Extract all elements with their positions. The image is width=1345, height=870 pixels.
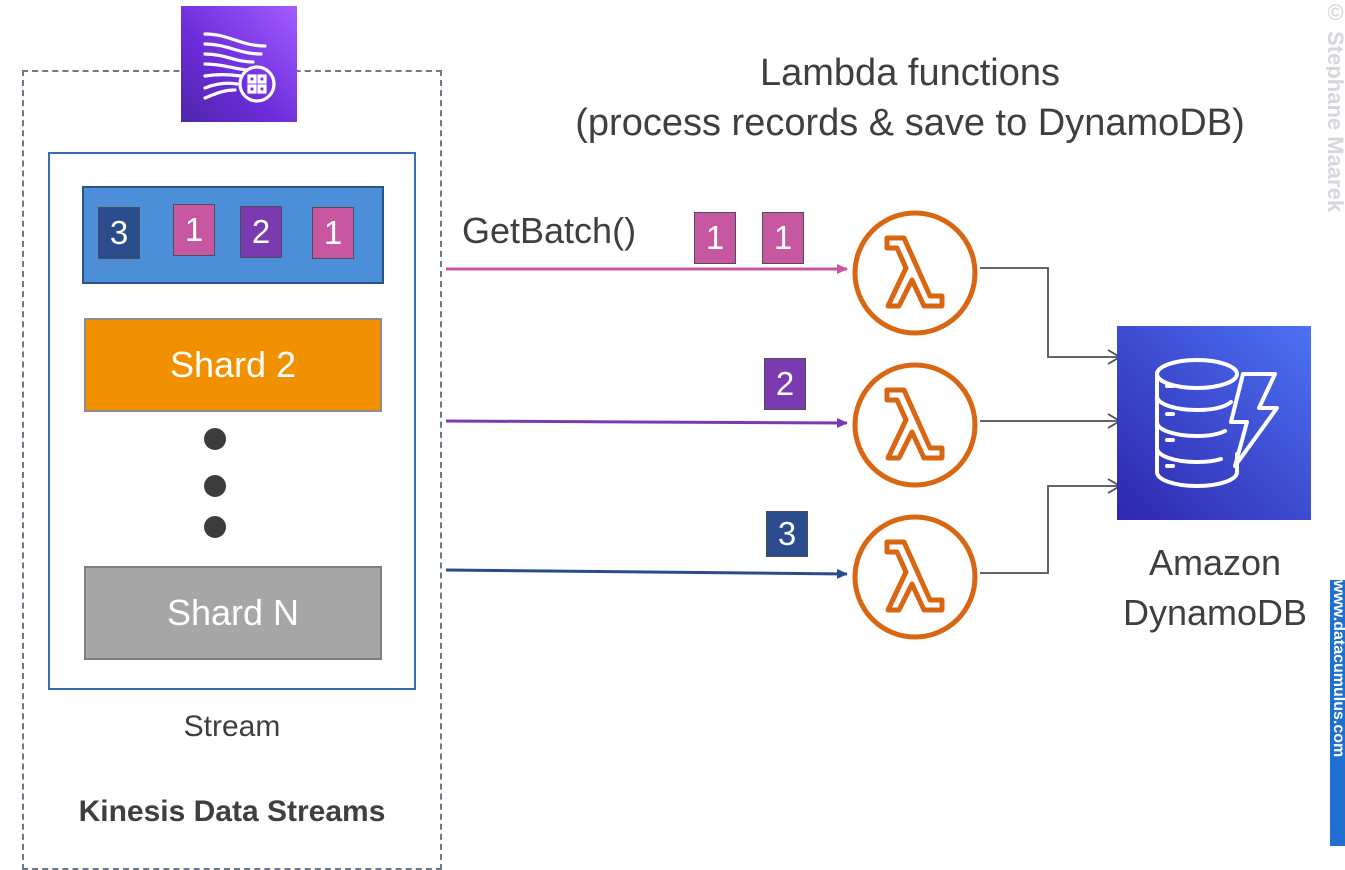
kinesis-section-label: Kinesis Data Streams (78, 795, 386, 828)
watermark-link: www.datacumulus.com (1330, 580, 1345, 846)
shard-record-1: 1 (173, 204, 215, 256)
batch-record-1b: 1 (762, 212, 804, 264)
shard-record-1b: 1 (312, 207, 354, 259)
kinesis-data-streams-icon (181, 6, 297, 122)
shard-n: Shard N (84, 566, 382, 660)
arrow-shardn-to-lambda3 (445, 568, 848, 579)
getbatch-label: GetBatch() (462, 210, 637, 251)
title-line-2: (process records & save to DynamoDB) (575, 102, 1245, 144)
connector-lambda1-to-dynamodb (980, 267, 1122, 365)
batch-record-3: 3 (766, 511, 808, 557)
dynamodb-icon (1117, 326, 1311, 520)
ellipsis-dot (204, 516, 226, 538)
shard-record-3: 3 (98, 207, 140, 259)
batch-record-2: 2 (764, 358, 806, 410)
watermark-text: © Stephane Maarek (1326, 0, 1344, 213)
ellipsis-dot (204, 428, 226, 450)
diagram-title: Lambda functions (process records & save… (520, 48, 1300, 148)
lambda-icon (850, 512, 980, 647)
lambda-icon (850, 360, 980, 495)
stream-label: Stream (183, 710, 281, 743)
ellipsis-dot (204, 475, 226, 497)
dynamodb-label-line-1: Amazon (1148, 542, 1282, 583)
batch-record-1: 1 (694, 212, 736, 264)
dynamodb-label: Amazon DynamoDB (1090, 538, 1340, 638)
shard-2: Shard 2 (84, 318, 382, 412)
arrow-shard2-to-lambda2 (445, 417, 848, 428)
dynamodb-label-line-2: DynamoDB (1122, 592, 1308, 633)
lambda-icon (850, 208, 980, 343)
shard-record-2: 2 (240, 206, 282, 258)
title-line-1: Lambda functions (760, 52, 1060, 94)
